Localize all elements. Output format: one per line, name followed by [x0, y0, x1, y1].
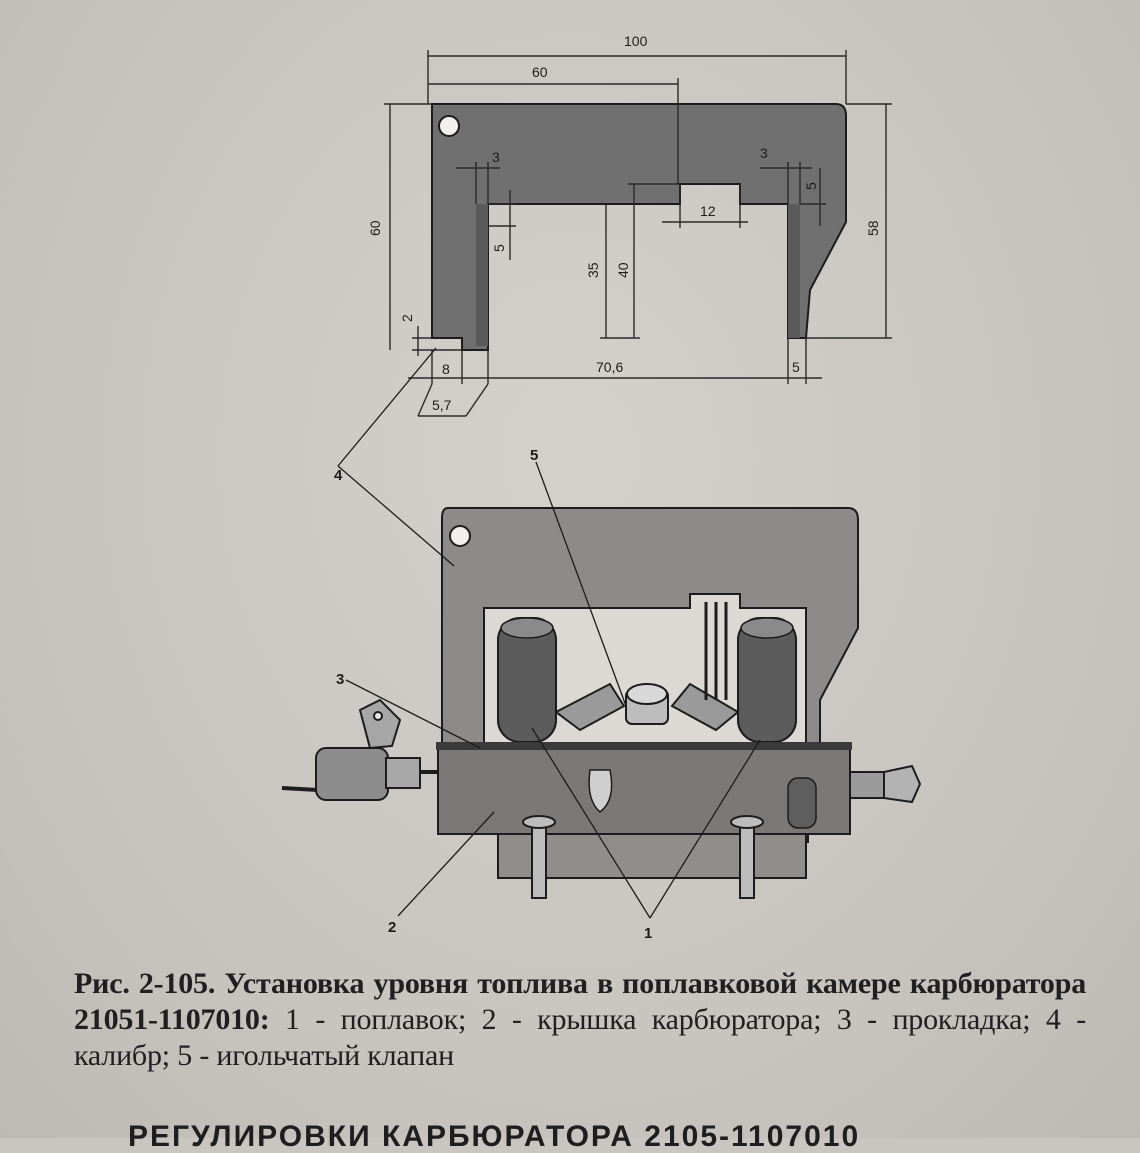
dim-70-6: 70,6: [596, 359, 623, 375]
leader-lines: [337, 347, 761, 919]
dim-8: 8: [442, 361, 450, 377]
dim-60-inner: 60: [532, 64, 548, 80]
figure-caption: Рис. 2-105. Установка уровня топлива в п…: [74, 966, 1086, 1074]
cover-channel: [588, 769, 613, 813]
dim-5-bottom: 5: [792, 359, 800, 375]
assembly-drawing: [281, 507, 922, 899]
dim-3-right: 3: [760, 145, 768, 161]
studs: [522, 815, 764, 899]
dim-5-7: 5,7: [432, 397, 452, 413]
dim-3-left: 3: [492, 149, 500, 165]
gauge-drawing: 100 60 60 58 3 3 5 5 12 35 40 2 8 5,7 70…: [367, 33, 892, 417]
callout-3: 3: [336, 671, 344, 688]
dim-5-right: 5: [803, 182, 819, 190]
dim-5-left: 5: [491, 244, 507, 252]
carburetor-float-level-figure: 100 60 60 58 3 3 5 5 12 35 40 2 8 5,7 70…: [281, 33, 922, 942]
callout-5: 5: [530, 447, 538, 464]
gauge-hole: [438, 115, 460, 137]
plate-hole: [449, 525, 471, 547]
callout-2: 2: [388, 919, 396, 936]
dimension-lines: [384, 50, 892, 417]
float-right: [737, 617, 797, 743]
caption-legend: 1 - поплавок; 2 - крышка карбюратора; 3 …: [74, 1003, 1086, 1072]
dim-100: 100: [624, 33, 648, 49]
float-left: [497, 617, 557, 743]
solenoid-valve: [281, 698, 438, 801]
dim-60-height: 60: [367, 220, 383, 236]
dim-35: 35: [585, 262, 601, 278]
dim-12: 12: [700, 203, 716, 219]
gauge-body: [431, 103, 847, 351]
gauge-slot: [476, 204, 488, 346]
gasket: [436, 742, 852, 750]
callout-1: 1: [644, 925, 652, 942]
needle-valve: [554, 602, 740, 732]
dim-58: 58: [865, 220, 881, 236]
cover-window: [787, 777, 817, 829]
fuel-inlet: [849, 764, 922, 804]
dim-40: 40: [615, 262, 631, 278]
next-section-heading: РЕГУЛИРОВКИ КАРБЮРАТОРА 2105-1107010: [128, 1120, 861, 1153]
caption-label: Рис. 2-105. Установка уровня топлива в п…: [74, 967, 1086, 1036]
dim-2: 2: [399, 314, 415, 322]
callout-4: 4: [334, 467, 343, 484]
gauge-slot-right: [788, 204, 800, 338]
